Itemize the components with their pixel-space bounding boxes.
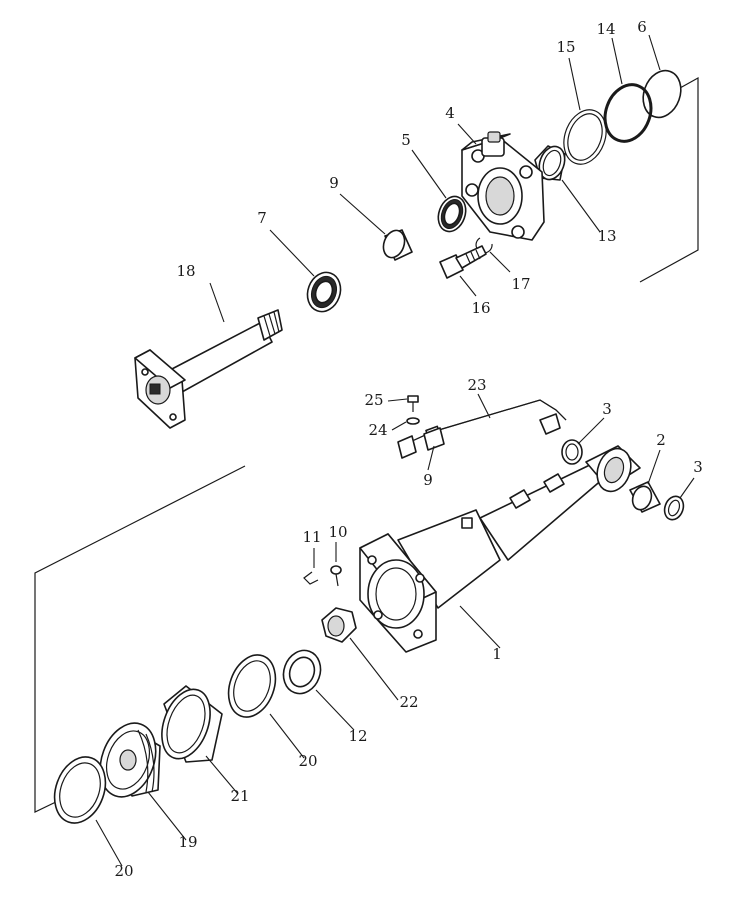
part-3-seal <box>663 495 685 521</box>
part-18-shaft <box>134 309 283 429</box>
part-21-wear-ring <box>161 685 223 763</box>
callout-labels: 1 2 3 3 4 5 6 7 9 9 10 11 12 13 14 15 16… <box>114 18 702 880</box>
part-23-tube <box>397 399 567 459</box>
group-bracket-top <box>639 76 699 283</box>
group-bracket-bottom <box>34 465 246 813</box>
callout-9-upper: 9 <box>329 174 339 192</box>
part-16-bolt <box>439 245 487 279</box>
part-13-bushing <box>534 145 566 181</box>
part-12-washer <box>282 649 322 695</box>
part-22-nut <box>321 607 357 643</box>
callout-21: 21 <box>230 787 249 805</box>
callout-11: 11 <box>302 528 321 546</box>
part-1-cylinder <box>359 445 641 653</box>
callout-25: 25 <box>364 391 383 409</box>
callout-1: 1 <box>492 645 502 663</box>
part-5-bearing <box>437 195 467 233</box>
callout-20-lower: 20 <box>114 862 133 880</box>
callout-14: 14 <box>596 20 615 38</box>
part-9-bushing <box>382 229 413 261</box>
part-3-bushing <box>561 439 583 465</box>
callout-17: 17 <box>511 275 530 293</box>
callout-15: 15 <box>556 38 575 56</box>
part-11-clip <box>303 571 319 585</box>
leader-lines <box>95 34 695 867</box>
callout-18: 18 <box>176 262 195 280</box>
part-10-screw <box>330 565 342 587</box>
part-4-housing <box>461 131 545 241</box>
callout-10: 10 <box>328 523 347 541</box>
callout-16: 16 <box>471 299 490 317</box>
callout-3-lower: 3 <box>693 458 703 476</box>
callout-5: 5 <box>401 131 411 149</box>
part-19-piston <box>99 722 161 798</box>
callout-2: 2 <box>656 431 666 449</box>
part-2-bushing <box>629 481 661 513</box>
part-20-ring <box>227 654 277 718</box>
callout-4: 4 <box>445 104 455 122</box>
part-24-washer <box>406 417 420 425</box>
callout-22: 22 <box>399 693 418 711</box>
part-25-screw <box>407 395 419 412</box>
callout-20-upper: 20 <box>298 752 317 770</box>
part-14-o-ring <box>603 83 653 143</box>
part-15-ring <box>563 109 607 165</box>
callout-7: 7 <box>257 209 267 227</box>
callout-12: 12 <box>348 727 367 745</box>
part-6-disc <box>642 69 682 119</box>
part-7-bearing <box>306 271 342 313</box>
callout-19: 19 <box>178 833 197 851</box>
callout-13: 13 <box>597 227 616 245</box>
callout-23: 23 <box>467 376 486 394</box>
callout-24: 24 <box>368 421 387 439</box>
callout-6: 6 <box>637 18 647 36</box>
callout-9-lower: 9 <box>423 471 433 489</box>
part-9-clamp <box>423 427 445 451</box>
callout-3-upper: 3 <box>602 400 612 418</box>
part-20-seal <box>53 756 107 824</box>
